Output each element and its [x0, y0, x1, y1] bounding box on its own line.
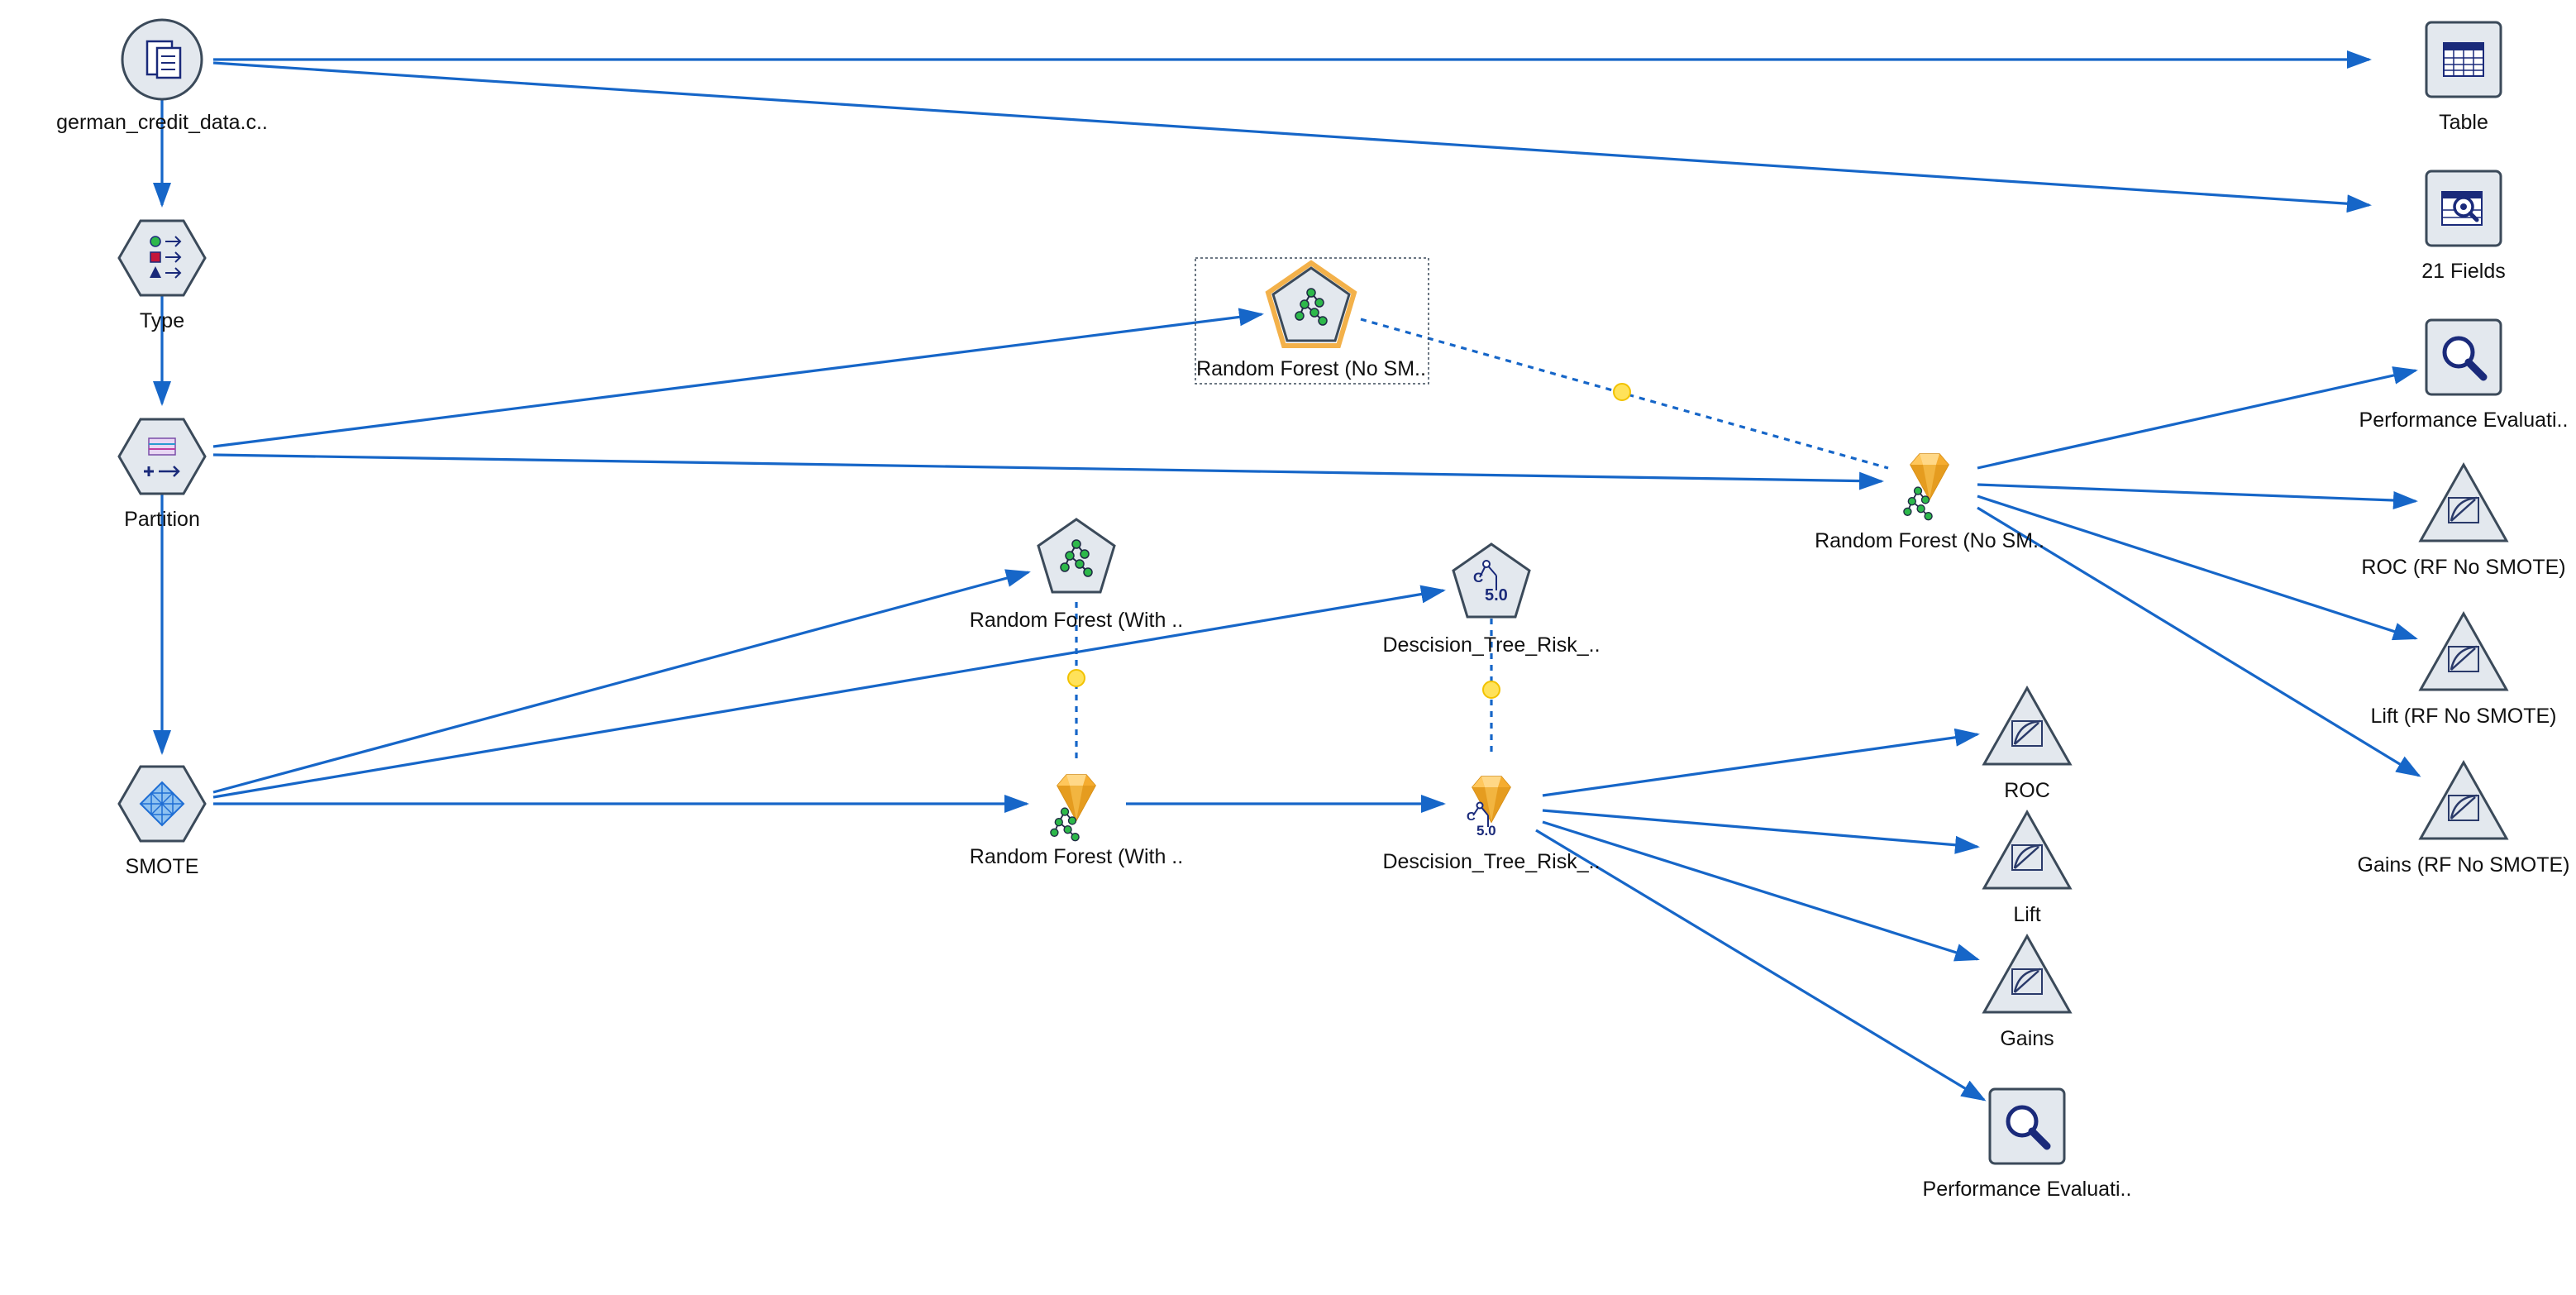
node-label: Gains (RF No SMOTE) — [2358, 853, 2570, 877]
node-label: german_credit_data.c.. — [56, 111, 268, 134]
node-perf-rf[interactable]: Performance Evaluati.. — [2359, 318, 2569, 432]
node-dt-nugget[interactable]: C 5.0 Descision_Tree_Risk_.. — [1382, 776, 1600, 873]
node-lift-rf[interactable]: Lift (RF No SMOTE) — [2370, 612, 2557, 728]
data-audit-icon — [2441, 191, 2483, 226]
selection-box — [1195, 257, 1429, 385]
node-source[interactable]: german_credit_data.c.. — [56, 18, 268, 134]
links — [153, 50, 2421, 1101]
node-label: Random Forest (With .. — [970, 845, 1183, 868]
node-label: Gains — [2000, 1027, 2054, 1050]
node-rf-with-model[interactable]: Random Forest (With .. — [970, 518, 1183, 632]
node-label: Performance Evaluati.. — [2359, 409, 2569, 432]
link-smote-dt-model[interactable] — [212, 585, 1446, 799]
node-label: Type — [140, 309, 184, 332]
link-rf-nugget-roc[interactable] — [1977, 483, 2418, 509]
node-label: Lift — [2013, 903, 2040, 926]
node-label: Table — [2439, 111, 2488, 134]
node-label: Descision_Tree_Risk_.. — [1382, 633, 1600, 657]
node-fields[interactable]: 21 Fields — [2421, 170, 2506, 283]
link-partition-rf-no-smote-model[interactable] — [212, 308, 1264, 448]
type-icon — [150, 236, 182, 279]
smote-icon — [139, 781, 185, 827]
link-rf-nugget-perf[interactable] — [1977, 366, 2418, 470]
node-label: Descision_Tree_Risk_.. — [1382, 850, 1600, 873]
c50-version: 5.0 — [1485, 586, 1508, 604]
node-rf-with-nugget[interactable]: Random Forest (With .. — [970, 774, 1183, 868]
node-smote[interactable]: SMOTE — [117, 765, 207, 878]
link-dt-nugget-roc[interactable] — [1542, 728, 1980, 797]
node-label: Partition — [124, 508, 200, 531]
node-label: Random Forest (No SM.. — [1196, 357, 1426, 380]
node-partition[interactable]: Partition — [117, 418, 207, 531]
node-perf-dt[interactable]: Performance Evaluati.. — [1923, 1087, 2132, 1201]
link-rf-nugget-gains[interactable] — [1977, 506, 2421, 777]
c50-tree-icon: C 5.0 — [1473, 560, 1508, 604]
c50-c-letter: C — [1467, 810, 1476, 824]
link-rf-nugget-lift[interactable] — [1977, 495, 2418, 641]
node-roc[interactable]: ROC — [1982, 686, 2072, 802]
node-type[interactable]: Type — [117, 219, 207, 332]
node-gains-rf[interactable]: Gains (RF No SMOTE) — [2358, 761, 2570, 877]
selection-outline — [1265, 260, 1357, 348]
node-label: ROC — [2004, 779, 2050, 802]
node-label: Performance Evaluati.. — [1923, 1178, 2132, 1201]
random-forest-nugget-icon — [1902, 453, 1949, 521]
node-gains[interactable]: Gains — [1982, 934, 2072, 1050]
link-dt-nugget-lift[interactable] — [1542, 809, 1980, 854]
c50-version: 5.0 — [1476, 823, 1496, 839]
node-rf-no-smote-model[interactable]: Random Forest (No SM.. — [1195, 257, 1429, 385]
file-source-icon — [145, 40, 182, 79]
link-smote-rf-with-model[interactable] — [212, 569, 1031, 794]
node-label: 21 Fields — [2421, 260, 2505, 283]
link-dt-nugget-gains[interactable] — [1542, 820, 1980, 962]
node-label: Random Forest (With .. — [970, 609, 1183, 632]
node-dt-model[interactable]: C 5.0 Descision_Tree_Risk_.. — [1382, 542, 1600, 657]
table-icon — [2443, 42, 2484, 77]
node-label: ROC (RF No SMOTE) — [2361, 556, 2565, 579]
refresh-sparkle-icon — [1067, 383, 1631, 699]
partition-icon — [144, 437, 180, 477]
node-rf-no-smote-nugget[interactable]: Random Forest (No SM.. — [1815, 453, 2044, 552]
node-table[interactable]: Table — [2425, 21, 2502, 134]
link-dt-nugget-perf[interactable] — [1535, 829, 1987, 1101]
node-label: SMOTE — [126, 855, 199, 878]
link-partition-rf-no-smote-nugget[interactable] — [212, 453, 1884, 490]
node-label: Lift (RF No SMOTE) — [2370, 705, 2556, 728]
link-source-fields[interactable] — [212, 61, 2372, 213]
c50-c-letter: C — [1473, 570, 1483, 585]
c50-nugget-icon: C 5.0 — [1467, 776, 1511, 839]
node-roc-rf[interactable]: ROC (RF No SMOTE) — [2361, 463, 2566, 579]
random-forest-nugget-icon — [1050, 774, 1096, 842]
node-lift[interactable]: Lift — [1982, 810, 2072, 926]
dashed-link-rf-no-smote — [1360, 318, 1889, 470]
node-label: Random Forest (No SM.. — [1815, 529, 2044, 552]
